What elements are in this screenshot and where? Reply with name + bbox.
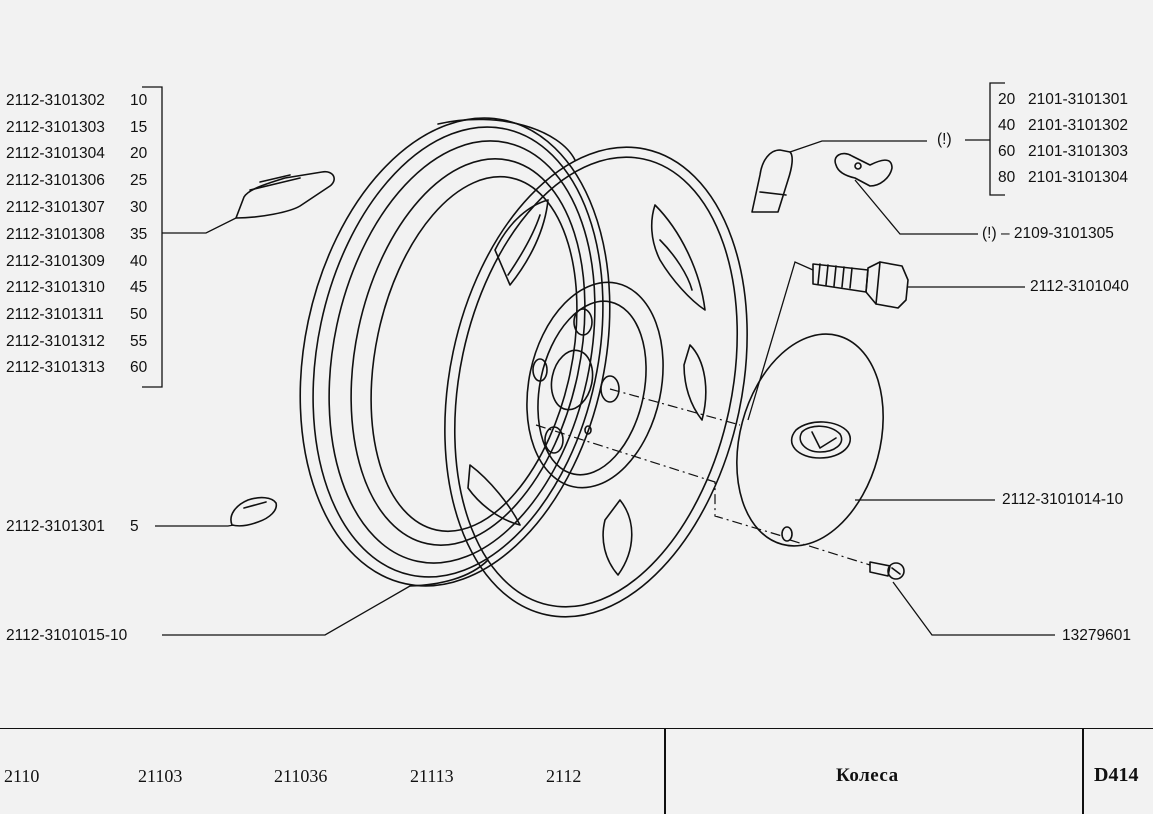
model-code: 2110: [4, 766, 40, 786]
axis-lines: [535, 388, 871, 566]
leader-lines: [142, 82, 1055, 636]
model-code: 211036: [274, 766, 328, 786]
hubcap: [736, 333, 884, 547]
rim-label: 2112-3101015-10: [6, 627, 128, 644]
model-code: 2112: [546, 766, 582, 786]
left-group-bracket: [142, 86, 163, 388]
right-group-marker: (!): [937, 131, 952, 148]
page-title: Колеса: [836, 765, 899, 786]
balance-weight-small: [230, 496, 278, 527]
title-block: 2110 21103 211036 21113 2112 Колеса D414: [0, 728, 1153, 814]
divider: [664, 729, 666, 814]
balance-weight-large: [235, 170, 335, 219]
wheel-face: [444, 146, 748, 618]
right-group-bracket: [989, 82, 1005, 196]
weight-clip: [834, 152, 893, 187]
model-code: 21113: [410, 766, 454, 786]
screw-label: 13279601: [1062, 627, 1131, 644]
divider: [1082, 729, 1084, 814]
wheel-bolt: [812, 261, 909, 309]
balance-weight-right: [751, 149, 793, 213]
bolt-label: 2112-3101040: [1030, 278, 1129, 295]
hubcap-label: 2112-3101014-10: [1002, 491, 1124, 508]
wheel-rim: [299, 117, 611, 587]
model-code: 21103: [138, 766, 183, 786]
wheel-exploded-diagram: [142, 82, 1055, 636]
page-code: D414: [1094, 764, 1139, 786]
screw: [869, 561, 905, 580]
clip-label: (!) – 2109-3101305: [982, 225, 1114, 242]
